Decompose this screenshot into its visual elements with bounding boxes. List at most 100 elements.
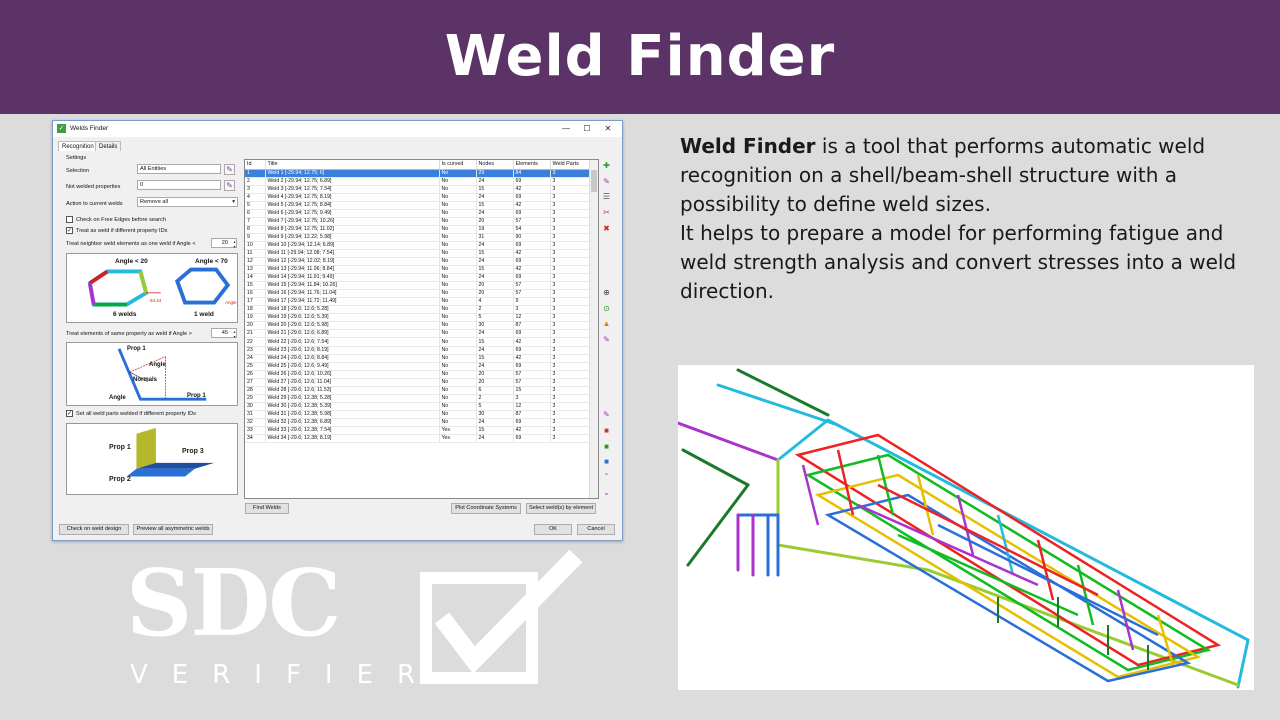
close-button[interactable]: ✕	[604, 124, 612, 133]
table-cell: 3	[550, 337, 591, 347]
select-welds-button[interactable]: Select weld(s) by element	[526, 503, 596, 514]
cancel-button[interactable]: Cancel	[577, 524, 615, 535]
table-cell: 9	[245, 233, 266, 242]
column-header[interactable]: Is curved	[439, 160, 477, 170]
column-header[interactable]: Nodes	[476, 160, 514, 170]
table-cell: Weld 26 [-29.6; 12.6; 10.26]	[265, 370, 440, 379]
angle-b-label: Angle < 70	[195, 258, 228, 265]
chevron-up-icon[interactable]: ⌃	[603, 472, 610, 481]
maximize-button[interactable]: ☐	[583, 124, 591, 133]
table-cell: 3	[550, 378, 591, 387]
selection-pick-icon[interactable]: ✎	[224, 164, 235, 175]
column-header[interactable]: Title	[265, 160, 440, 170]
dialog-title: Welds Finder	[70, 125, 109, 132]
set-all-parts-checkbox[interactable]: ✓	[66, 410, 73, 417]
red-square-icon[interactable]: ■	[604, 426, 609, 435]
zoom-icon[interactable]: ⊙	[603, 304, 610, 313]
table-scrollbar[interactable]	[589, 160, 598, 498]
green-square-icon[interactable]: ■	[604, 442, 609, 451]
highlight-icon[interactable]: ▲	[602, 319, 611, 328]
table-cell: Weld 4 [-29.94; 12.75; 8.19]	[265, 193, 440, 202]
add-icon[interactable]: ✚	[603, 161, 610, 170]
not-welded-field[interactable]: 0	[137, 180, 221, 190]
tab-recognition[interactable]: Recognition	[58, 141, 98, 151]
paint-icon[interactable]: ✎	[603, 410, 610, 419]
free-edges-checkbox[interactable]	[66, 216, 73, 223]
column-header[interactable]: Elements	[513, 160, 551, 170]
table-cell: 42	[513, 426, 551, 436]
same-property-angle-stepper[interactable]: 45	[211, 328, 237, 339]
table-cell: No	[439, 305, 477, 315]
table-cell: 15	[476, 265, 514, 275]
delete-icon[interactable]: ✖	[603, 224, 610, 233]
not-welded-pick-icon[interactable]: ✎	[224, 180, 235, 191]
split-icon[interactable]: ✂	[603, 208, 610, 217]
table-cell: No	[439, 185, 477, 194]
pick-element-icon[interactable]: ✎	[603, 335, 610, 344]
preview-asymmetric-button[interactable]: Preview all asymmetric welds	[133, 524, 213, 535]
neighbor-angle-stepper[interactable]: 20	[211, 238, 237, 249]
ok-button[interactable]: OK	[534, 524, 572, 535]
table-cell: 6	[476, 386, 514, 395]
chevron-down-icon[interactable]: ⌄	[603, 488, 610, 497]
tab-details[interactable]: Details	[95, 141, 122, 151]
check-weld-design-button[interactable]: Check on weld design	[59, 524, 129, 535]
treat-neighbor-label: Treat neighbor weld elements as one weld…	[66, 241, 196, 247]
column-header[interactable]: Weld Parts	[550, 160, 591, 170]
zoom-in-icon[interactable]: ⊕	[603, 288, 610, 297]
table-cell: 3	[550, 177, 591, 186]
minimize-button[interactable]: —	[562, 124, 570, 133]
table-cell: 57	[513, 217, 551, 226]
treat-as-weld-checkbox[interactable]: ✓	[66, 227, 73, 234]
find-welds-button[interactable]: Find Welds	[245, 503, 289, 514]
blue-square-icon[interactable]: ■	[604, 457, 609, 466]
table-cell: Weld 19 [-29.6; 12.6; 5.39]	[265, 313, 440, 323]
table-cell: 30	[245, 402, 266, 411]
scrollbar-thumb[interactable]	[591, 170, 597, 192]
column-header[interactable]: Id	[245, 160, 266, 170]
selection-field[interactable]: All Entities	[137, 164, 221, 174]
table-cell: 25	[245, 362, 266, 371]
action-dropdown[interactable]: Remove all ▾	[137, 197, 238, 207]
table-cell: Weld 31 [-29.6; 12.38; 5.98]	[265, 410, 440, 419]
edit-icon[interactable]: ✎	[603, 177, 610, 186]
plot-coordinate-button[interactable]: Plot Coordinate Systems	[451, 503, 521, 514]
list-icon[interactable]: ☰	[602, 192, 611, 201]
table-cell: 26	[245, 370, 266, 379]
